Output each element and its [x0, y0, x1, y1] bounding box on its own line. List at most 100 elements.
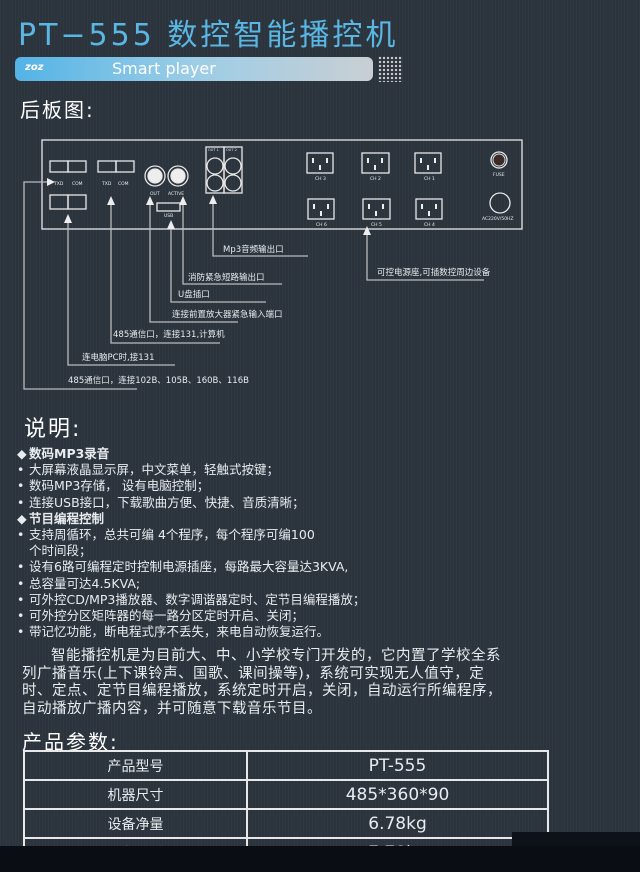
param-name: 设备毛重: [23, 837, 248, 846]
param-value: PT-555: [246, 750, 549, 781]
brand-logo: zoz: [25, 62, 44, 73]
outlet-ch2: [361, 152, 390, 174]
feature-heading: ◆节目编程控制: [17, 511, 365, 527]
feature-item: •总容量可达4.5KVA;: [17, 576, 365, 592]
outlet-ch6: [307, 198, 335, 220]
outlet-ch3: [306, 152, 334, 174]
callout-rs485-131: 485通信口，连接131,计算机: [113, 329, 225, 340]
description-heading: 说明:: [24, 417, 82, 442]
param-value: 7.78kg: [246, 837, 549, 846]
feature-text: 总容量可达4.5KVA;: [29, 575, 141, 591]
param-name: 设备净量: [23, 808, 248, 839]
rear-panel-heading: 后板图:: [20, 98, 95, 122]
active-label: ACTIVE: [168, 191, 184, 197]
out2-label: OUT 2: [226, 148, 237, 152]
bullet-icon: •: [17, 527, 25, 543]
txd-label: TXD: [53, 181, 64, 187]
txd-label: TXD: [101, 181, 112, 187]
usb-port: [156, 202, 181, 212]
params-table: 产品型号PT-555机器尺寸485*360*90设备净量6.78kg设备毛重7.…: [23, 750, 549, 846]
feature-text: 节目编程控制: [29, 510, 105, 526]
fuse: [490, 151, 508, 169]
com-label: COM: [72, 181, 83, 187]
rear-panel-diagram: TXD COM TXD COM OUT ACTIVE USB OUT 1 OUT…: [23, 139, 523, 390]
footer-strip: [512, 832, 640, 848]
feature-text: 设有6路可编程定时控制电源插座，每路最大容量达3KVA,: [29, 559, 349, 575]
callout-mp3: Mp3音频输出口: [223, 244, 284, 255]
outlet-ch5: [362, 198, 391, 220]
callout-rs485-terminals: 485通信口，连接102B、105B、160B、116B: [68, 375, 249, 386]
bullet-icon: •: [17, 624, 25, 640]
callout-fire: 消防紧急短路输出口: [188, 272, 265, 283]
usb-label: USB: [164, 213, 173, 219]
rj45-port-group-3: [97, 160, 135, 173]
feature-text: 带记忆功能，断电程式序不丢失，来电自动恢复运行。: [29, 624, 330, 640]
arrow-icon: [47, 178, 371, 235]
bullet-icon: •: [17, 494, 25, 510]
feature-item: •数码MP3存储， 设有电脑控制；: [17, 478, 365, 494]
feature-text: 大屏幕液晶显示屏，中文菜单，轻触式按键；: [29, 462, 280, 478]
bullet-icon: ◆: [17, 510, 27, 526]
active-jack: [167, 165, 189, 187]
feature-list: ◆数码MP3录音•大屏幕液晶显示屏，中文菜单，轻触式按键；•数码MP3存储， 设…: [17, 446, 365, 640]
param-name: 产品型号: [23, 750, 248, 781]
ac-label: AC220V/50HZ: [482, 216, 514, 222]
outlet-label: CH 2: [370, 176, 381, 182]
params-heading: 产品参数:: [22, 730, 119, 754]
bullet-icon: •: [17, 478, 25, 494]
feature-item: •带记忆功能，断电程式序不丢失，来电自动恢复运行。: [17, 624, 365, 640]
rj45-port-group-2: [49, 194, 87, 210]
callout-usb: U盘插口: [178, 289, 210, 300]
outlet-label: CH 3: [315, 176, 326, 182]
bullet-icon: •: [17, 462, 25, 478]
bullet-icon: •: [17, 559, 25, 575]
feature-text: 可外控分区矩阵器的每一路分区定时开启、关闭；: [29, 608, 305, 624]
feature-text: 数码MP3存储， 设有电脑控制；: [29, 478, 210, 494]
page-title: PT−555 数控智能播控机: [18, 18, 399, 53]
param-value: 485*360*90: [246, 779, 549, 810]
callout-preamp: 连接前置放大器紧急输入端口: [172, 309, 283, 320]
bullet-icon: •: [17, 591, 25, 607]
feature-text: 连接USB接口，下载歌曲方便、快捷、音质清晰；: [29, 494, 305, 510]
table-row: 设备毛重7.78kg: [23, 837, 549, 846]
out2-rca: [223, 146, 243, 194]
rj45-port-group-1: [49, 160, 87, 173]
fuse-label: FUSE: [493, 172, 505, 178]
outlet-ch4: [415, 198, 443, 220]
feature-heading: ◆数码MP3录音: [17, 446, 365, 462]
subtitle-banner: zoz Smart player: [15, 57, 373, 81]
feature-item: •连接USB接口，下载歌曲方便、快捷、音质清晰；: [17, 495, 365, 511]
com-label: COM: [118, 181, 129, 187]
feature-item: •可外控CD/MP3播放器、数字调谐器定时、定节目编程播放；: [17, 592, 365, 608]
callout-power: 可控电源座,可插数控周边设备: [377, 267, 491, 278]
feature-text: 可外控CD/MP3播放器、数字调谐器定时、定节目编程播放；: [29, 591, 366, 607]
param-name: 机器尺寸: [23, 779, 248, 810]
feature-item: •支持周循环，总共可编 4个程序，每个程序可编100: [17, 527, 365, 543]
feature-item: 个时间段；: [17, 543, 365, 559]
param-value: 6.78kg: [246, 808, 549, 839]
out1-label: OUT 1: [208, 148, 219, 152]
outlet-label: CH 6: [316, 222, 327, 228]
feature-item: •设有6路可编程定时控制电源插座，每路最大容量达3KVA,: [17, 559, 365, 575]
description-paragraph: 智能播控机是为目前大、中、小学校专门开发的，它内置了学校全系列广播音乐(上下课铃…: [22, 648, 502, 717]
panel-outline: [41, 139, 523, 230]
outlet-label: CH 5: [371, 222, 382, 228]
footer-bar: [0, 846, 640, 872]
out-jack: [144, 165, 166, 187]
power-inlet: [489, 192, 511, 214]
feature-item: •可外控分区矩阵器的每一路分区定时开启、关闭；: [17, 608, 365, 624]
callout-pc: 连电脑PC时,接131: [82, 352, 155, 363]
bullet-icon: •: [17, 608, 25, 624]
bullet-icon: •: [17, 575, 25, 591]
outlet-label: CH 4: [424, 222, 435, 228]
feature-text: 个时间段；: [29, 543, 92, 559]
bullet-icon: ◆: [17, 446, 27, 461]
feature-text: 数码MP3录音: [29, 446, 110, 461]
feature-text: 支持周循环，总共可编 4个程序，每个程序可编100: [29, 527, 315, 543]
feature-item: •大屏幕液晶显示屏，中文菜单，轻触式按键；: [17, 462, 365, 478]
outlet-label: CH 1: [424, 176, 435, 182]
outlet-ch1: [414, 152, 442, 174]
